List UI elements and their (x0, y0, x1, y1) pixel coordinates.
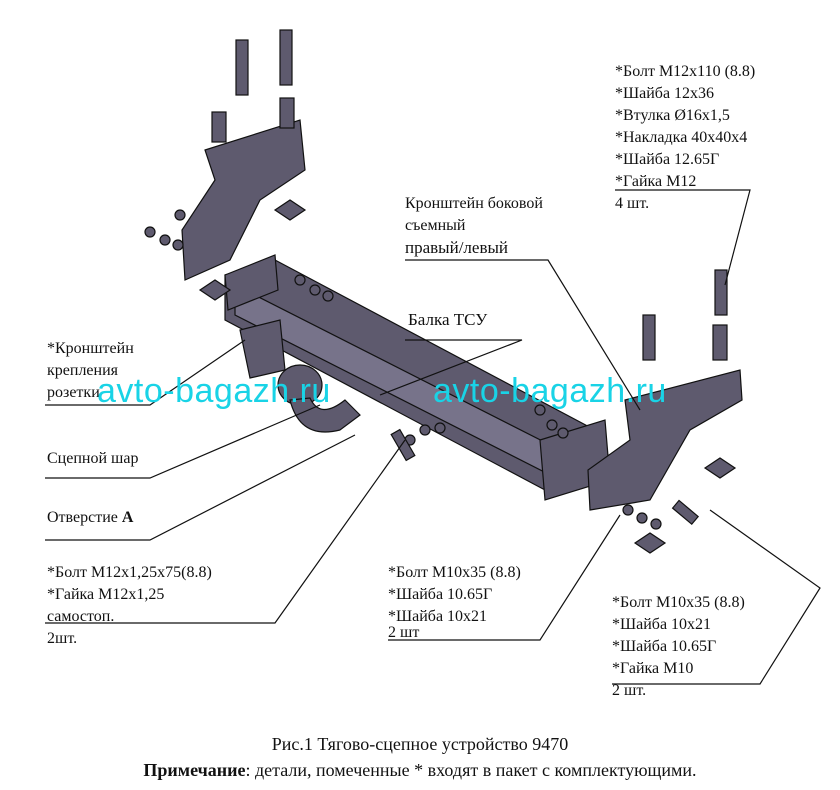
callout-top-right: *Болт М12х110 (8.8) *Шайба 12х36 *Втулка… (615, 61, 755, 215)
callout-hole: Отверстие А (47, 507, 133, 529)
bolt (642, 314, 656, 361)
leader-lines (45, 189, 821, 685)
watermark: avto-bagazh.ru (433, 372, 667, 410)
end-plate (224, 254, 279, 311)
callout-side-bracket: Кронштейн боковой съемный правый/левый (405, 193, 543, 259)
callout-line: *Гайка М10 (612, 660, 694, 677)
sleeve (279, 97, 295, 129)
bolt (714, 269, 728, 316)
sleeve (712, 324, 728, 361)
callout-line: съемный (405, 217, 466, 234)
callout-line: *Втулка Ø16х1,5 (615, 107, 730, 124)
callout-line: *Шайба 12.65Г (615, 151, 720, 168)
bolt (390, 428, 416, 462)
bolt (235, 39, 249, 96)
callout-line: *Шайба 12х36 (615, 85, 715, 102)
callout-line: *Накладка 40х40х4 (615, 129, 748, 146)
figure-note: Примечание: детали, помеченные * входят … (0, 760, 840, 781)
callout-line: *Кронштейн (47, 340, 134, 357)
hole-letter: А (121, 509, 134, 526)
washers (144, 199, 737, 554)
callout-line: розетки (47, 384, 100, 401)
callout-bottom-left: *Болт М12х1,25х75(8.8) *Гайка М12х1,25 с… (47, 562, 212, 650)
callout-socket-bracket: *Кронштейн крепления розетки (47, 338, 134, 404)
callout-line: *Болт М10х35 (8.8) (612, 594, 745, 611)
callout-qty: 2 шт. (612, 682, 647, 699)
callout-bottom-right: *Болт М10х35 (8.8) *Шайба 10х21 *Шайба 1… (612, 592, 745, 702)
bolt (279, 29, 293, 86)
callout-line: *Шайба 10х21 (612, 616, 712, 633)
callout-line: *Шайба 10.65Г (612, 638, 717, 655)
callout-line: *Шайба 10х21 (388, 608, 488, 625)
callout-line: крепления (47, 362, 119, 379)
callout-line: *Гайка М12х1,25 (47, 586, 165, 603)
callout-line: *Гайка М12 (615, 173, 697, 190)
figure-caption: Рис.1 Тягово-сцепное устройство 9470 (271, 734, 569, 754)
callout-line: *Болт М12х110 (8.8) (615, 63, 756, 80)
callout-line: *Болт М10х35 (8.8) (388, 564, 521, 581)
sleeve (211, 111, 227, 143)
callout-beam: Балка ТСУ (408, 310, 488, 329)
callout-bottom-mid: *Болт М10х35 (8.8) *Шайба 10.65Г *Шайба … (388, 562, 521, 644)
callout-line: *Шайба 10.65Г (388, 586, 493, 603)
hole-label: Отверстие (47, 509, 122, 526)
callout-qty: 2шт. (47, 630, 78, 647)
right-bracket (587, 369, 743, 511)
callout-line: правый/левый (405, 238, 508, 257)
callout-line: Кронштейн боковой (405, 195, 543, 212)
note-label: Примечание (143, 760, 246, 780)
watermark: avto-bagazh.ru (97, 372, 331, 410)
callout-line: самостоп. (47, 608, 115, 625)
callout-qty: 4 шт. (615, 195, 650, 212)
note-text: : детали, помеченные * входят в пакет с … (245, 760, 697, 780)
socket-bracket (239, 319, 286, 379)
left-bracket (181, 119, 306, 281)
bolt (671, 499, 700, 526)
callout-qty: 2 шт (388, 624, 420, 641)
callout-line: *Болт М12х1,25х75(8.8) (47, 564, 212, 581)
callout-ball: Сцепной шар (47, 450, 139, 467)
